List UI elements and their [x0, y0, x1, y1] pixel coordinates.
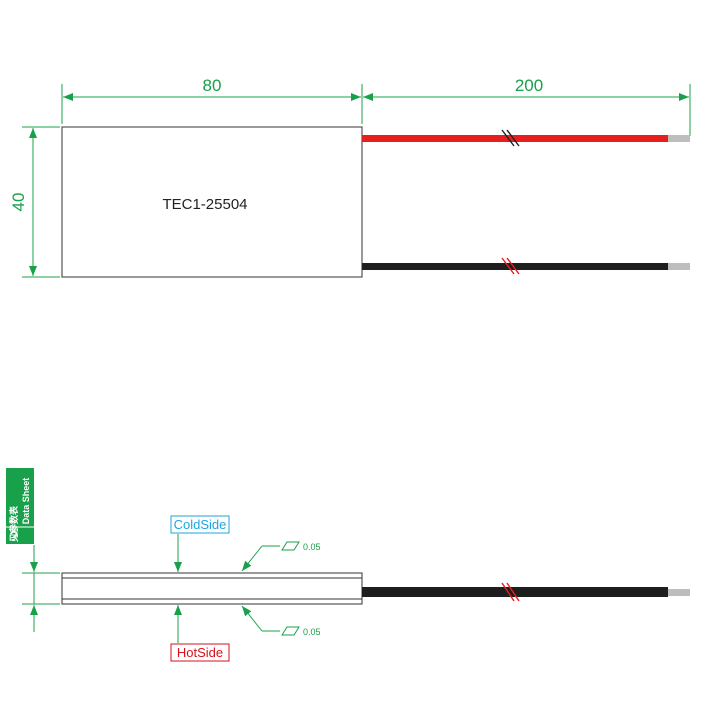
data-sheet-question-icon: ?	[9, 528, 18, 545]
data-sheet-english: Data Sheet	[21, 478, 31, 525]
flatness-icon-top	[281, 541, 300, 551]
flatness-callout-top	[241, 541, 300, 572]
red-wire-tip	[668, 135, 690, 142]
hot-side-label: HotSide	[177, 645, 223, 660]
side-view-wire-tip	[668, 589, 690, 596]
flatness-value-top: 0.05	[303, 542, 321, 552]
red-wire	[362, 135, 668, 142]
dimension-label-width: 80	[203, 76, 222, 95]
black-wire-tip	[668, 263, 690, 270]
module-body-side-view	[61, 572, 363, 605]
data-sheet-chinese: 见参数表	[8, 505, 19, 542]
module-name: TEC1-25504	[162, 196, 247, 213]
flatness-value-bottom: 0.05	[303, 627, 321, 637]
cold-side-label-box	[170, 515, 230, 534]
data-sheet-badge: 见参数表 Data Sheet ?	[6, 468, 34, 545]
side-view-wire	[362, 587, 668, 597]
cold-side-label: ColdSide	[174, 517, 227, 532]
black-wire-break-mark	[501, 257, 520, 275]
dimension-label-height: 40	[9, 193, 28, 212]
side-view-wire-break-mark	[501, 582, 520, 602]
module-body-top-view	[61, 126, 363, 278]
black-wire	[362, 263, 668, 270]
flatness-callout-bottom	[241, 605, 300, 636]
red-wire-break-mark	[501, 129, 520, 147]
dimension-label-lead: 200	[515, 76, 543, 95]
flatness-icon-bottom	[281, 626, 300, 636]
hot-side-label-box	[170, 643, 230, 662]
